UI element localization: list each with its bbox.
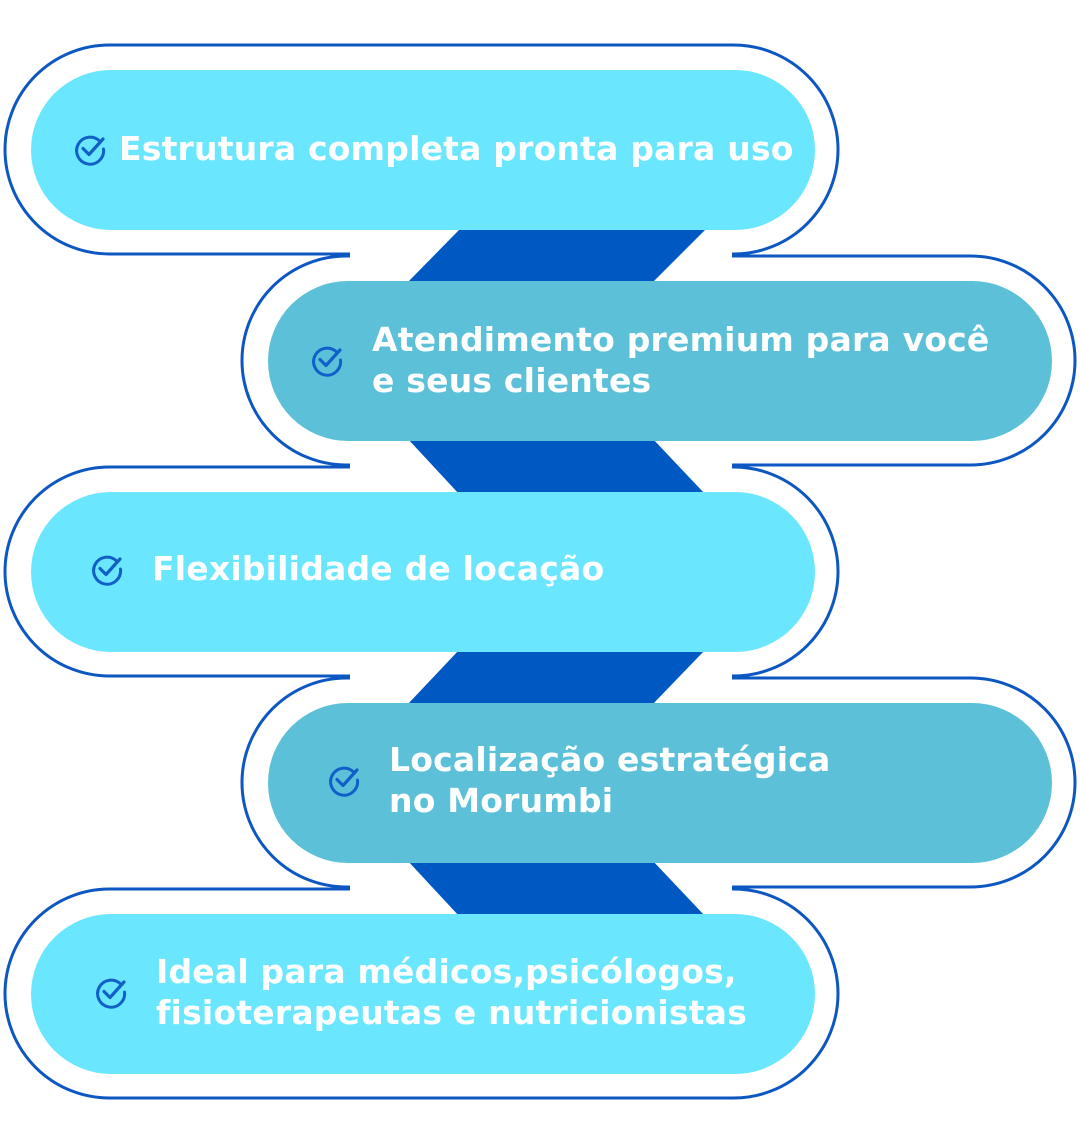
item-3: Flexibilidade de locação — [90, 548, 604, 589]
connector-4 — [407, 860, 705, 916]
item-3-text: Flexibilidade de locação — [152, 548, 604, 589]
item-5-line-2: fisioterapeutas e nutricionistas — [156, 993, 747, 1032]
item-1-text: Estrutura completa pronta para uso — [119, 128, 794, 169]
pill-3 — [31, 492, 815, 652]
pill-2 — [268, 281, 1052, 441]
check-circle-icon — [96, 978, 127, 1009]
item-2: Atendimento premium para você e seus cli… — [310, 319, 990, 401]
connector-3 — [407, 650, 705, 705]
pill-5 — [31, 914, 815, 1074]
pill-4 — [268, 703, 1052, 863]
check-circle-icon — [329, 766, 360, 797]
check-circle-icon — [92, 555, 123, 586]
check-circle-icon — [312, 346, 343, 377]
connector-2 — [407, 438, 705, 494]
item-2-line-2: e seus clientes — [372, 361, 652, 400]
item-5-line-1: Ideal para médicos,psicólogos, — [156, 952, 737, 991]
item-4-line-2: no Morumbi — [389, 781, 614, 820]
item-3-line-1: Flexibilidade de locação — [152, 549, 605, 588]
item-4-text: Localização estratégica no Morumbi — [389, 739, 830, 821]
pill-1 — [31, 70, 815, 230]
item-4-line-1: Localização estratégica — [389, 740, 831, 779]
item-2-line-1: Atendimento premium para você — [372, 320, 990, 359]
item-5: Ideal para médicos,psicólogos, fisiotera… — [94, 951, 747, 1033]
check-circle-icon — [75, 135, 106, 166]
item-4: Localização estratégica no Morumbi — [327, 739, 830, 821]
item-1-line-1: Estrutura completa pronta para uso — [119, 129, 794, 168]
connector-1 — [407, 230, 705, 283]
item-1: Estrutura completa pronta para uso — [73, 128, 794, 169]
item-5-text: Ideal para médicos,psicólogos, fisiotera… — [156, 951, 747, 1033]
item-2-text: Atendimento premium para você e seus cli… — [372, 319, 990, 401]
